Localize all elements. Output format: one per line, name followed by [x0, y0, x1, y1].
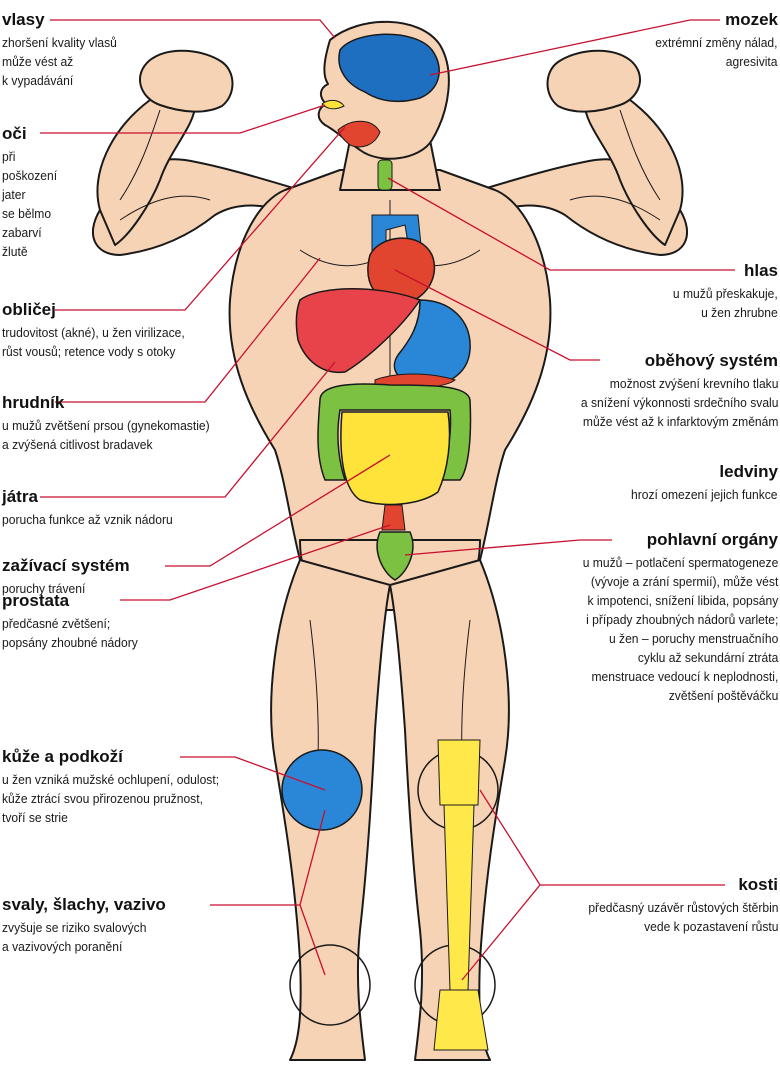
label-svaly-title: svaly, šlachy, vazivo: [2, 895, 166, 914]
liver-organ: [295, 288, 422, 374]
label-vlasy-title: vlasy: [2, 10, 45, 29]
label-hlas-desc: u mužů přeskakuje, u žen zhrubne: [673, 286, 778, 320]
intestine-organ: [340, 411, 451, 506]
label-kuze-title: kůže a podkoží: [2, 747, 123, 766]
label-svaly: svaly, šlachy, vazivo zvyšuje se riziko …: [2, 895, 166, 956]
label-zazivaci-title: zažívací systém: [2, 556, 130, 575]
label-jatra: játra porucha funkce až vznik nádoru: [2, 487, 186, 529]
label-hrudnik-title: hrudník: [2, 393, 65, 412]
label-oblicej: obličej trudovitost (akné), u žen virili…: [2, 300, 199, 361]
label-pohlavni: pohlavní orgány u mužů – potlačení sperm…: [568, 530, 778, 705]
left-ankle-circle: [289, 944, 371, 1026]
label-pohlavni-desc: u mužů – potlačení spermatogeneze (vývoj…: [582, 555, 778, 703]
label-jatra-desc: porucha funkce až vznik nádoru: [2, 512, 173, 527]
prostate-organ: [376, 531, 414, 581]
label-obehovy-desc: možnost zvýšení krevního tlaku a snížení…: [580, 376, 778, 429]
label-prostata-desc: předčasné zvětšení; popsány zhoubné nádo…: [2, 616, 138, 650]
label-oblicej-title: obličej: [2, 300, 56, 319]
label-hlas-title: hlas: [743, 261, 778, 280]
label-jatra-title: játra: [2, 487, 38, 506]
label-ledviny-title: ledviny: [719, 462, 778, 481]
label-kosti: kosti předčasný uzávěr růstových štěrbin…: [574, 875, 778, 936]
label-obehovy: oběhový systém možnost zvýšení krevního …: [566, 351, 778, 431]
label-kosti-desc: předčasný uzávěr růstových štěrbin vede …: [587, 900, 778, 934]
label-oblicej-desc: trudovitost (akné), u žen virilizace, rů…: [2, 325, 185, 359]
label-mozek-title: mozek: [725, 10, 778, 29]
label-oci-title: oči: [2, 124, 27, 143]
foot-bones: [433, 989, 489, 1051]
label-svaly-desc: zvyšuje se riziko svalových a vazivových…: [2, 920, 147, 954]
brain-organ: [338, 33, 440, 103]
label-pohlavni-title: pohlavní orgány: [646, 530, 778, 549]
label-oci: oči při poškození jater se bělmo zabarví…: [2, 124, 61, 261]
label-hrudnik: hrudník u mužů zvětšení prsou (gynekomas…: [2, 393, 225, 454]
rectum-organ: [381, 504, 406, 531]
label-mozek-desc: extrémní změny nálad, agresivita: [655, 35, 778, 69]
label-ledviny: ledviny hrozí omezení jejich funkce: [620, 462, 778, 504]
label-kosti-title: kosti: [738, 875, 778, 894]
left-knee-circle: [281, 749, 363, 831]
label-oci-desc: při poškození jater se bělmo zabarví žlu…: [2, 149, 58, 259]
label-vlasy: vlasy zhoršení kvality vlasů může vést a…: [2, 10, 126, 90]
femur-bone: [437, 739, 481, 806]
mouth-organ: [337, 120, 381, 148]
label-vlasy-desc: zhoršení kvality vlasů může vést až k vy…: [2, 35, 117, 88]
left-fist: [139, 49, 234, 113]
label-hrudnik-desc: u mužů zvětšení prsou (gynekomastie) a z…: [2, 418, 210, 452]
label-zazivaci: zažívací systém poruchy trávení: [2, 556, 130, 598]
colon-organ: [317, 383, 472, 481]
label-prostata-title: prostata: [2, 591, 70, 610]
right-fist: [546, 49, 641, 113]
label-hlas: hlas u mužů přeskakuje, u žen zhrubne: [665, 261, 778, 322]
label-obehovy-title: oběhový systém: [644, 351, 778, 370]
label-kuze: kůže a podkoží u žen vzniká mužské ochlu…: [2, 747, 235, 827]
label-mozek: mozek extrémní změny nálad, agresivita: [646, 10, 778, 71]
label-kuze-desc: u žen vzniká mužské ochlupení, odulost; …: [2, 772, 220, 825]
larynx-organ: [377, 159, 393, 191]
label-prostata: prostata předčasné zvětšení; popsány zho…: [2, 591, 148, 652]
eye-organ: [321, 99, 345, 110]
label-zazivaci-desc: poruchy trávení: [2, 581, 86, 596]
label-ledviny-desc: hrozí omezení jejich funkce: [631, 487, 778, 502]
leader-lines: [40, 19, 735, 981]
